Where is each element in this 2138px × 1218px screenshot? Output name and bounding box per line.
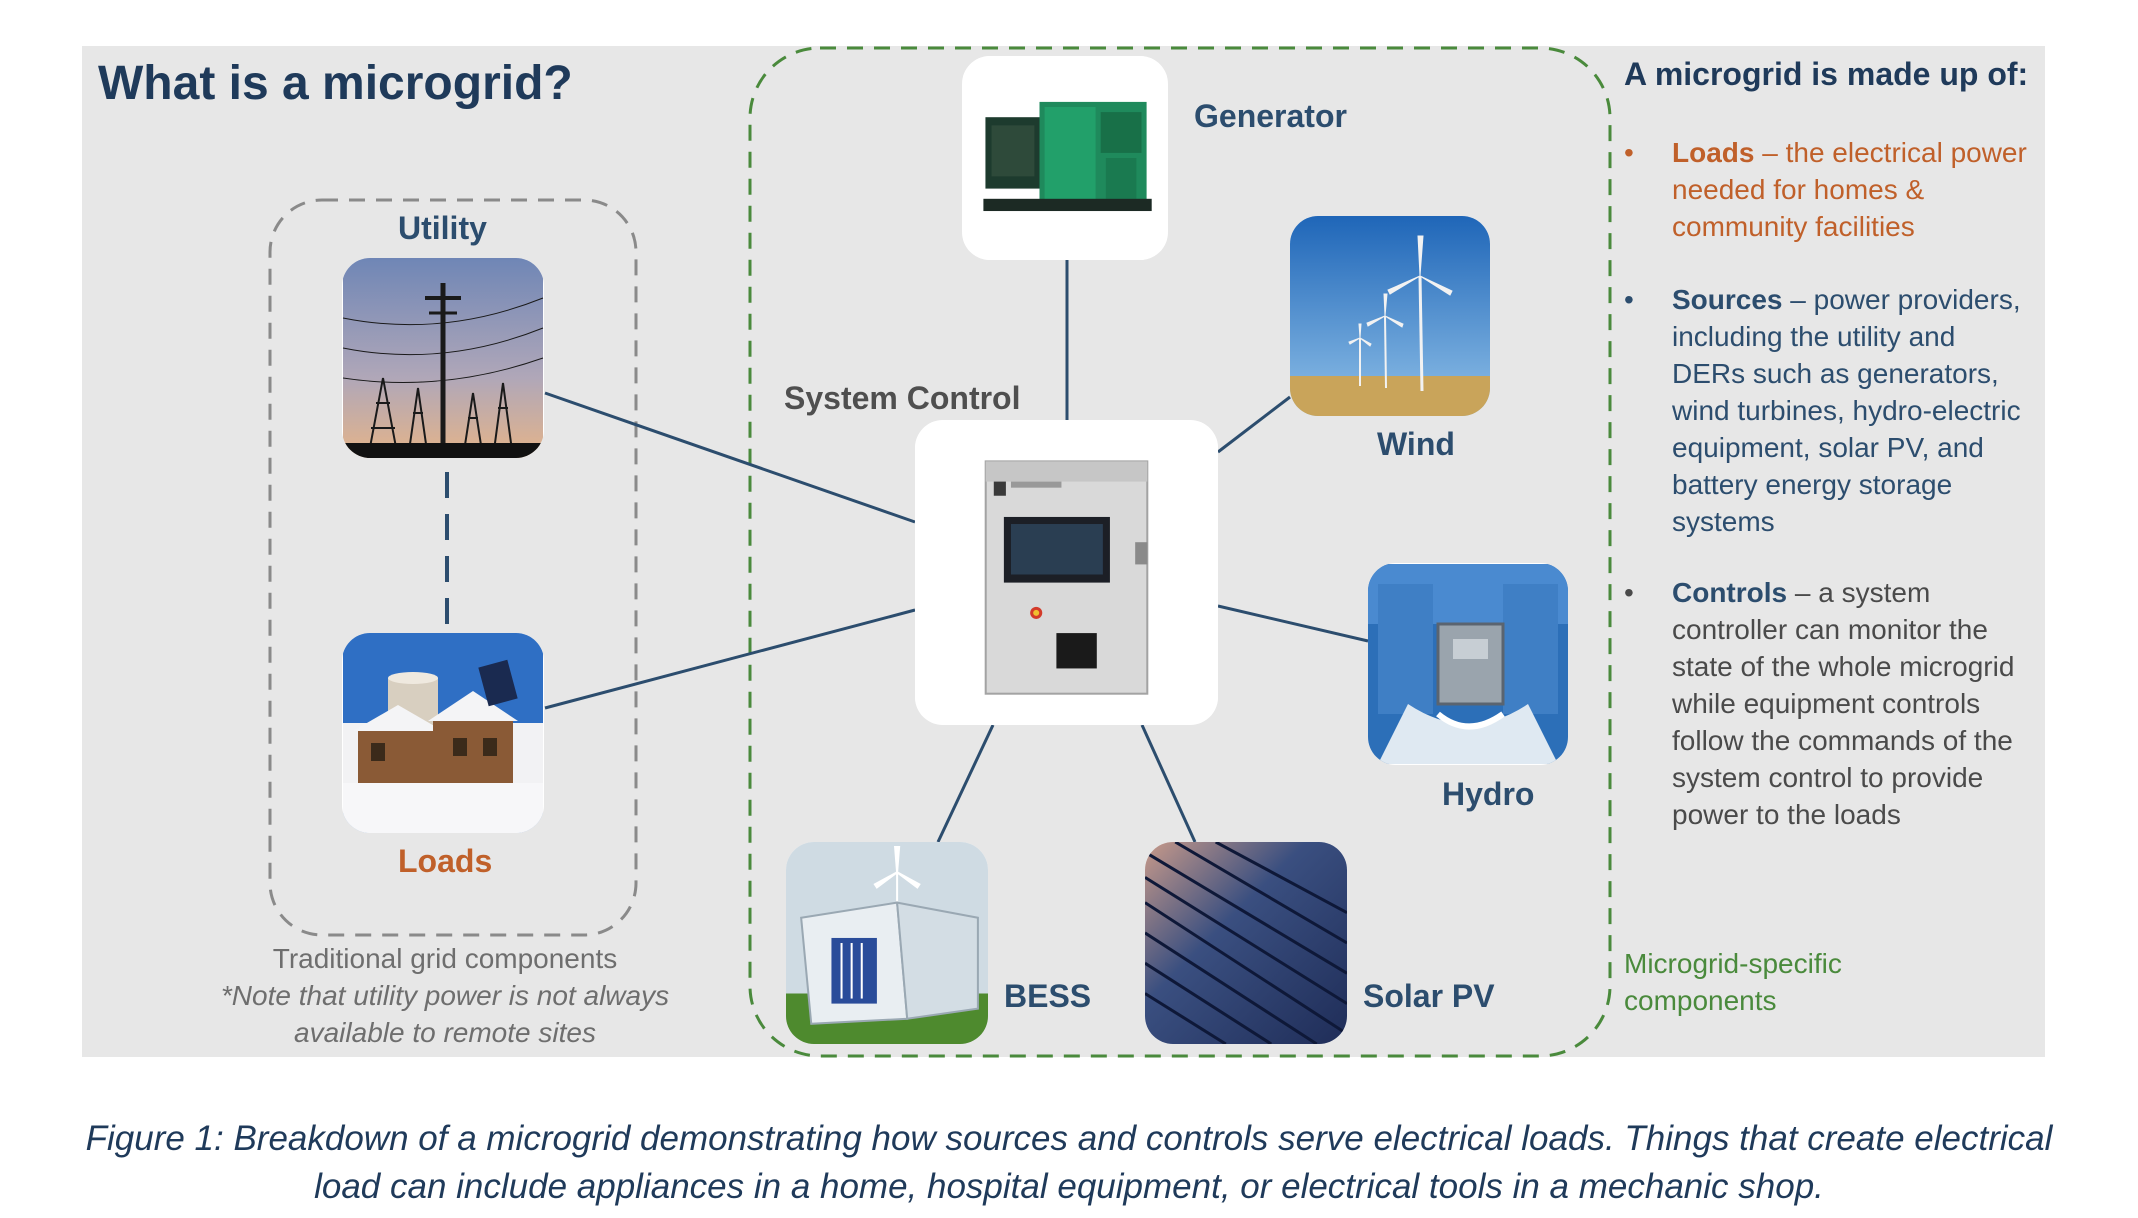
loads-link [544, 608, 916, 710]
solar-label: Solar PV [1363, 978, 1495, 1014]
bullet-term: Loads [1672, 137, 1755, 168]
utility-availability-note: *Note that utility power is not always a… [220, 980, 670, 1048]
controls-bullet: • Controls – a system controller can mon… [1624, 574, 2034, 833]
loads-image [342, 633, 544, 833]
bullet-text: – power providers, including the utility… [1672, 284, 2021, 537]
solar-link [1140, 724, 1197, 843]
hydro-image [1368, 563, 1568, 765]
page-title: What is a microgrid? [98, 57, 573, 110]
system-control-image [915, 420, 1218, 725]
microgrid-boundary [748, 46, 1612, 1058]
figure-caption: Figure 1: Breakdown of a microgrid demon… [85, 1119, 2053, 1206]
utility-label: Utility [398, 210, 487, 246]
bullet-marker: • [1624, 284, 1634, 315]
bess-label: BESS [1004, 978, 1092, 1014]
utility-link [544, 391, 916, 524]
wind-label: Wind [1377, 426, 1455, 462]
wind-link [1217, 395, 1291, 454]
bess-link [936, 724, 995, 843]
bullet-marker: • [1624, 137, 1634, 168]
loads-label: Loads [398, 843, 493, 879]
traditional-grid-heading: Traditional grid components [272, 943, 618, 974]
generator-label: Generator [1194, 98, 1347, 134]
solar-image [1145, 842, 1347, 1044]
generator-image [962, 56, 1168, 260]
components-heading: A microgrid is made up of: [1624, 56, 2029, 92]
bullet-term: Sources [1672, 284, 1783, 315]
wind-image [1290, 216, 1490, 416]
traditional-grid-caption: Traditional grid components *Note that u… [190, 940, 700, 1051]
bess-image [786, 842, 988, 1044]
bullet-text: – the electrical power needed for homes … [1672, 137, 2027, 242]
utility-image [342, 258, 544, 458]
bullet-term: Controls [1672, 577, 1788, 608]
traditional-grid-boundary [268, 198, 638, 937]
sources-bullet: • Sources – power providers, including t… [1624, 281, 2034, 540]
bullet-text: – a system controller can monitor the st… [1672, 577, 2015, 830]
hydro-label: Hydro [1442, 776, 1535, 812]
system-control-label: System Control [784, 380, 1021, 416]
microgrid-specific-label: Microgrid-specific components [1624, 948, 1842, 1016]
hydro-link [1217, 604, 1369, 643]
loads-bullet: • Loads – the electrical power needed fo… [1624, 134, 2034, 245]
bullet-marker: • [1624, 577, 1634, 608]
